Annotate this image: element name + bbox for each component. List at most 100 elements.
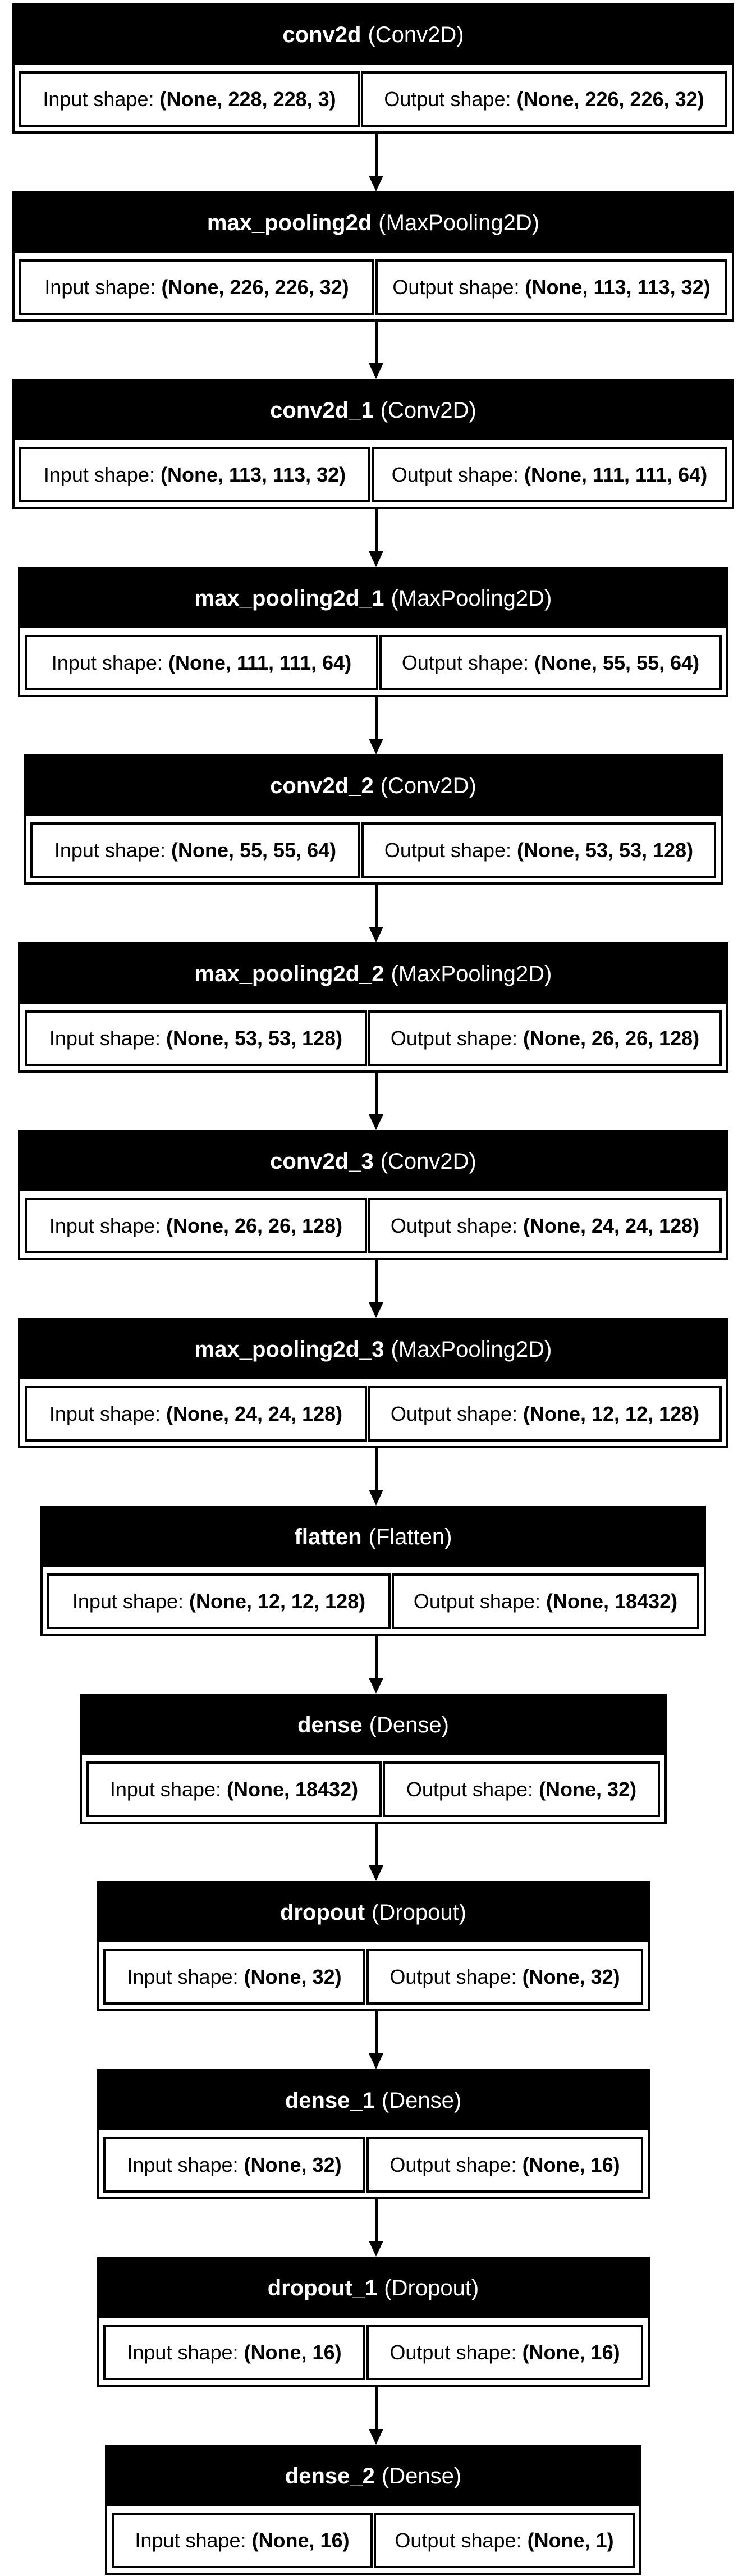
layer-type: (MaxPooling2D) xyxy=(391,586,552,611)
layer-type: (Dense) xyxy=(381,2464,462,2488)
input-shape-cell: Input shape: (None, 32) xyxy=(103,1949,365,2005)
input-shape-label: Input shape: xyxy=(44,275,156,299)
layer-name: conv2d_1 xyxy=(270,398,374,423)
input-shape-value: (None, 228, 228, 3) xyxy=(159,87,336,111)
input-shape-value: (None, 26, 26, 128) xyxy=(166,1214,343,1237)
layer-type: (Flatten) xyxy=(368,1525,452,1549)
layer-node: dense (Dense) Input shape: (None, 18432)… xyxy=(80,1694,667,1824)
connector-line xyxy=(375,885,378,929)
input-shape-cell: Input shape: (None, 113, 113, 32) xyxy=(19,447,370,502)
output-shape-value: (None, 16) xyxy=(522,2340,620,2364)
output-shape-cell: Output shape: (None, 111, 111, 64) xyxy=(372,447,727,502)
layer-type: (Conv2D) xyxy=(380,1149,476,1174)
input-shape-value: (None, 53, 53, 128) xyxy=(166,1026,343,1050)
layer-header: conv2d (Conv2D) xyxy=(15,6,732,65)
connector-line xyxy=(375,1448,378,1492)
layer-node: dense_1 (Dense) Input shape: (None, 32) … xyxy=(97,2069,650,2199)
connector-line xyxy=(375,134,378,178)
layer-node: conv2d_1 (Conv2D) Input shape: (None, 11… xyxy=(12,379,734,509)
input-shape-value: (None, 18432) xyxy=(227,1777,359,1801)
input-shape-label: Input shape: xyxy=(127,2340,239,2364)
connector-line xyxy=(375,2199,378,2243)
input-shape-value: (None, 24, 24, 128) xyxy=(166,1402,343,1425)
output-shape-cell: Output shape: (None, 226, 226, 32) xyxy=(361,71,727,127)
arrow-down-icon xyxy=(369,1678,383,1694)
output-shape-label: Output shape: xyxy=(384,838,512,862)
output-shape-cell: Output shape: (None, 18432) xyxy=(392,1573,699,1629)
layer-header: dropout (Dropout) xyxy=(99,1883,648,1942)
input-shape-value: (None, 16) xyxy=(251,2528,350,2552)
input-shape-value: (None, 12, 12, 128) xyxy=(189,1589,366,1613)
connector-line xyxy=(375,1260,378,1305)
layer-type: (MaxPooling2D) xyxy=(391,962,552,986)
layer-node: conv2d_3 (Conv2D) Input shape: (None, 26… xyxy=(18,1130,728,1260)
layer-node: max_pooling2d_3 (MaxPooling2D) Input sha… xyxy=(18,1318,728,1448)
layer-type: (Dropout) xyxy=(372,1900,466,1925)
output-shape-label: Output shape: xyxy=(401,651,529,674)
output-shape-cell: Output shape: (None, 12, 12, 128) xyxy=(368,1386,722,1442)
layer-node: dropout (Dropout) Input shape: (None, 32… xyxy=(97,1881,650,2011)
output-shape-value: (None, 16) xyxy=(522,2153,620,2176)
output-shape-label: Output shape: xyxy=(389,2340,517,2364)
input-shape-cell: Input shape: (None, 226, 226, 32) xyxy=(19,259,374,315)
layer-header: max_pooling2d_1 (MaxPooling2D) xyxy=(20,569,726,628)
output-shape-label: Output shape: xyxy=(390,1402,518,1425)
input-shape-cell: Input shape: (None, 26, 26, 128) xyxy=(25,1198,367,1253)
layer-name: dense xyxy=(297,1713,363,1737)
input-shape-value: (None, 226, 226, 32) xyxy=(161,275,349,299)
layer-header: max_pooling2d (MaxPooling2D) xyxy=(15,194,732,253)
output-shape-value: (None, 26, 26, 128) xyxy=(523,1026,700,1050)
layer-node: max_pooling2d_2 (MaxPooling2D) Input sha… xyxy=(18,942,728,1073)
arrow-down-icon xyxy=(369,1865,383,1881)
input-shape-cell: Input shape: (None, 12, 12, 128) xyxy=(47,1573,391,1629)
layer-type: (Conv2D) xyxy=(380,398,476,423)
connector-line xyxy=(375,1636,378,1680)
output-shape-label: Output shape: xyxy=(389,2153,517,2176)
output-shape-cell: Output shape: (None, 26, 26, 128) xyxy=(368,1010,722,1066)
arrow-down-icon xyxy=(369,1490,383,1506)
layer-name: conv2d_2 xyxy=(270,774,374,798)
input-shape-cell: Input shape: (None, 16) xyxy=(103,2325,365,2380)
layer-type: (Dropout) xyxy=(384,2276,479,2300)
layer-name: dropout_1 xyxy=(267,2276,378,2300)
output-shape-value: (None, 24, 24, 128) xyxy=(523,1214,700,1237)
layer-name: conv2d xyxy=(282,22,361,47)
output-shape-label: Output shape: xyxy=(384,87,511,111)
layer-type: (MaxPooling2D) xyxy=(378,211,540,235)
arrow-down-icon xyxy=(369,2053,383,2069)
output-shape-value: (None, 55, 55, 64) xyxy=(534,651,700,674)
layer-type: (Dense) xyxy=(381,2088,462,2113)
layer-name: max_pooling2d_1 xyxy=(194,586,384,611)
output-shape-value: (None, 32) xyxy=(539,1777,637,1801)
input-shape-label: Input shape: xyxy=(127,2153,239,2176)
output-shape-cell: Output shape: (None, 16) xyxy=(366,2137,643,2193)
output-shape-cell: Output shape: (None, 113, 113, 32) xyxy=(375,259,727,315)
output-shape-label: Output shape: xyxy=(392,275,520,299)
output-shape-value: (None, 1) xyxy=(527,2528,614,2552)
arrow-down-icon xyxy=(369,2241,383,2257)
output-shape-cell: Output shape: (None, 53, 53, 128) xyxy=(361,822,716,878)
output-shape-label: Output shape: xyxy=(413,1589,541,1613)
output-shape-cell: Output shape: (None, 24, 24, 128) xyxy=(368,1198,722,1253)
connector-line xyxy=(375,1073,378,1117)
layer-name: dense_1 xyxy=(285,2088,375,2113)
input-shape-cell: Input shape: (None, 32) xyxy=(103,2137,365,2193)
layer-header: conv2d_2 (Conv2D) xyxy=(26,757,721,816)
input-shape-label: Input shape: xyxy=(49,1214,161,1237)
arrow-down-icon xyxy=(369,927,383,942)
output-shape-cell: Output shape: (None, 32) xyxy=(383,1761,660,1817)
arrow-down-icon xyxy=(369,1114,383,1130)
layer-header: conv2d_1 (Conv2D) xyxy=(15,381,732,440)
input-shape-label: Input shape: xyxy=(72,1589,184,1613)
connector-line xyxy=(375,509,378,553)
output-shape-cell: Output shape: (None, 55, 55, 64) xyxy=(379,635,722,690)
layer-node: conv2d (Conv2D) Input shape: (None, 228,… xyxy=(12,3,734,134)
layer-name: max_pooling2d_3 xyxy=(194,1337,384,1362)
layer-name: dropout xyxy=(279,1900,365,1925)
layer-header: max_pooling2d_2 (MaxPooling2D) xyxy=(20,945,726,1004)
layer-name: flatten xyxy=(294,1525,362,1549)
input-shape-label: Input shape: xyxy=(43,87,154,111)
layer-header: conv2d_3 (Conv2D) xyxy=(20,1132,726,1191)
layer-header: dense (Dense) xyxy=(82,1696,664,1755)
